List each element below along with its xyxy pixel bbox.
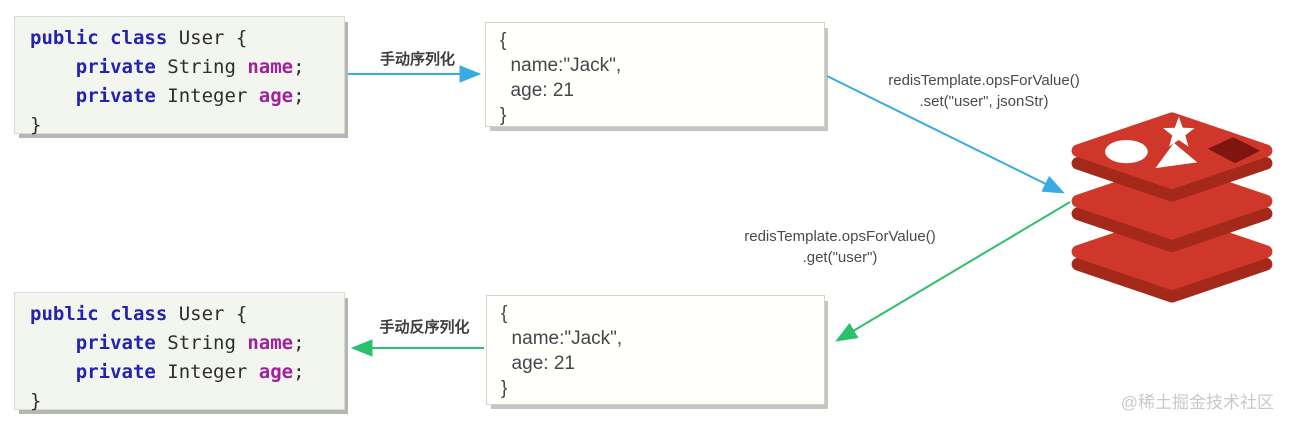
redis-layer-top <box>1071 112 1273 202</box>
json-line: name:"Jack", <box>500 55 622 76</box>
redis-set-label: redisTemplate.opsForValue() .set("user",… <box>855 70 1113 112</box>
deserialize-label: 手动反序列化 <box>379 319 470 336</box>
redis-star-icon <box>1163 116 1195 147</box>
redis-logo-icon <box>1071 112 1273 303</box>
json-line: { <box>501 303 508 324</box>
redis-set-label-line1: redisTemplate.opsForValue() <box>888 72 1080 89</box>
redis-square-hole-icon <box>1207 137 1261 164</box>
code-line: private String name; <box>75 332 305 354</box>
code-line: } <box>30 390 42 412</box>
code-line: private String name; <box>75 56 305 78</box>
json-line: age: 21 <box>501 353 575 374</box>
json-line: age: 21 <box>500 80 574 101</box>
redis-circle-icon <box>1105 140 1148 164</box>
serialize-label: 手动序列化 <box>379 51 455 68</box>
code-line: } <box>30 114 42 136</box>
java-class-code-block-bottom: public class User { private String name;… <box>14 292 345 412</box>
json-line: name:"Jack", <box>501 328 623 349</box>
redis-get-label-line1: redisTemplate.opsForValue() <box>744 228 936 245</box>
watermark: @稀土掘金技术社区 <box>1120 393 1274 412</box>
redis-set-label-line2: .set("user", jsonStr) <box>919 93 1049 110</box>
get-from-redis-arrow <box>835 201 1071 342</box>
redis-get-label: redisTemplate.opsForValue() .get("user") <box>715 226 965 268</box>
redis-get-label-line2: .get("user") <box>802 249 878 266</box>
code-line: private Integer age; <box>75 85 305 107</box>
code-line: public class User { <box>30 303 248 325</box>
json-line: } <box>501 378 508 399</box>
code-line: private Integer age; <box>75 361 305 383</box>
json-line: } <box>500 105 507 126</box>
json-string-block-bottom: { name:"Jack", age: 21} <box>486 295 825 405</box>
json-line: { <box>500 30 507 51</box>
json-string-block-top: { name:"Jack", age: 21} <box>485 22 825 127</box>
java-class-code-block-top: public class User { private String name;… <box>14 16 345 136</box>
code-line: public class User { <box>30 27 248 49</box>
redis-triangle-icon <box>1155 142 1198 169</box>
